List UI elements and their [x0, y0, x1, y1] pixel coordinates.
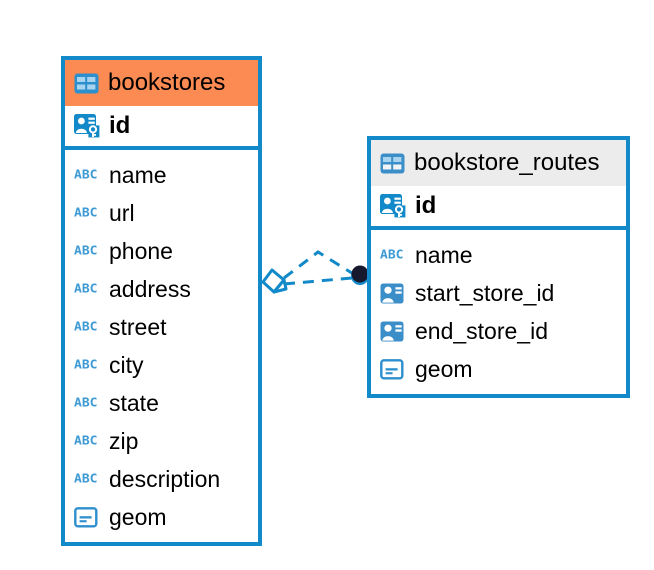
- entity-primary-key-row[interactable]: id: [371, 186, 626, 230]
- field-label: phone: [109, 237, 173, 264]
- entity-bookstores[interactable]: bookstores id ABC: [61, 56, 262, 546]
- field-row[interactable]: ABC state: [74, 384, 248, 422]
- field-label: name: [109, 161, 167, 188]
- field-row[interactable]: ABC url: [74, 194, 248, 232]
- field-row[interactable]: end_store_id: [380, 312, 616, 350]
- abc-text-icon: ABC: [74, 472, 98, 486]
- field-row[interactable]: geom: [74, 498, 248, 536]
- field-label: state: [109, 389, 159, 416]
- entity-title: bookstores: [108, 69, 226, 96]
- entity-bookstore-routes[interactable]: bookstore_routes id ABC: [367, 136, 630, 398]
- field-label: description: [109, 465, 221, 492]
- field-label: start_store_id: [415, 279, 555, 306]
- field-row[interactable]: ABC city: [74, 346, 248, 384]
- field-label: geom: [415, 355, 473, 382]
- field-row[interactable]: ABC zip: [74, 422, 248, 460]
- abc-text-icon: ABC: [74, 206, 98, 220]
- field-row[interactable]: ABC address: [74, 270, 248, 308]
- relationship-line-lower: [283, 276, 353, 286]
- field-row[interactable]: ABC name: [380, 236, 616, 274]
- field-row[interactable]: geom: [380, 350, 616, 388]
- geometry-icon: [74, 506, 100, 528]
- abc-text-icon: ABC: [74, 434, 98, 448]
- field-row[interactable]: ABC street: [74, 308, 248, 346]
- primary-key-icon: [380, 194, 406, 218]
- entity-header-bookstores[interactable]: bookstores: [65, 60, 258, 106]
- relationship-line-upper: [283, 250, 356, 280]
- table-icon: [74, 73, 99, 94]
- abc-text-icon: ABC: [74, 244, 98, 258]
- primary-key-label: id: [109, 112, 131, 139]
- field-label: zip: [109, 427, 139, 454]
- abc-text-icon: ABC: [74, 320, 98, 334]
- field-row[interactable]: start_store_id: [380, 274, 616, 312]
- entity-field-list: ABC name start_store_id: [371, 230, 626, 396]
- foreign-key-icon: [380, 321, 406, 342]
- field-label: name: [415, 241, 473, 268]
- entity-header-bookstore-routes[interactable]: bookstore_routes: [371, 140, 626, 186]
- entity-primary-key-row[interactable]: id: [65, 106, 258, 150]
- field-label: url: [109, 199, 135, 226]
- primary-key-label: id: [415, 192, 437, 219]
- abc-text-icon: ABC: [74, 282, 98, 296]
- abc-text-icon: ABC: [74, 168, 98, 182]
- entity-title: bookstore_routes: [414, 149, 600, 176]
- table-icon: [380, 153, 405, 174]
- field-label: city: [109, 351, 144, 378]
- field-row[interactable]: ABC name: [74, 156, 248, 194]
- foreign-key-icon: [380, 283, 406, 304]
- field-label: address: [109, 275, 191, 302]
- abc-text-icon: ABC: [74, 358, 98, 372]
- abc-text-icon: ABC: [380, 248, 404, 262]
- field-label: street: [109, 313, 167, 340]
- field-row[interactable]: ABC phone: [74, 232, 248, 270]
- abc-text-icon: ABC: [74, 396, 98, 410]
- field-row[interactable]: ABC description: [74, 460, 248, 498]
- geometry-icon: [380, 358, 406, 380]
- entity-field-list: ABC name ABC url ABC phone ABC address A…: [65, 150, 258, 544]
- primary-key-icon: [74, 114, 100, 138]
- field-label: geom: [109, 503, 167, 530]
- polygon-diamond-marker-icon: [261, 268, 288, 294]
- field-label: end_store_id: [415, 317, 548, 344]
